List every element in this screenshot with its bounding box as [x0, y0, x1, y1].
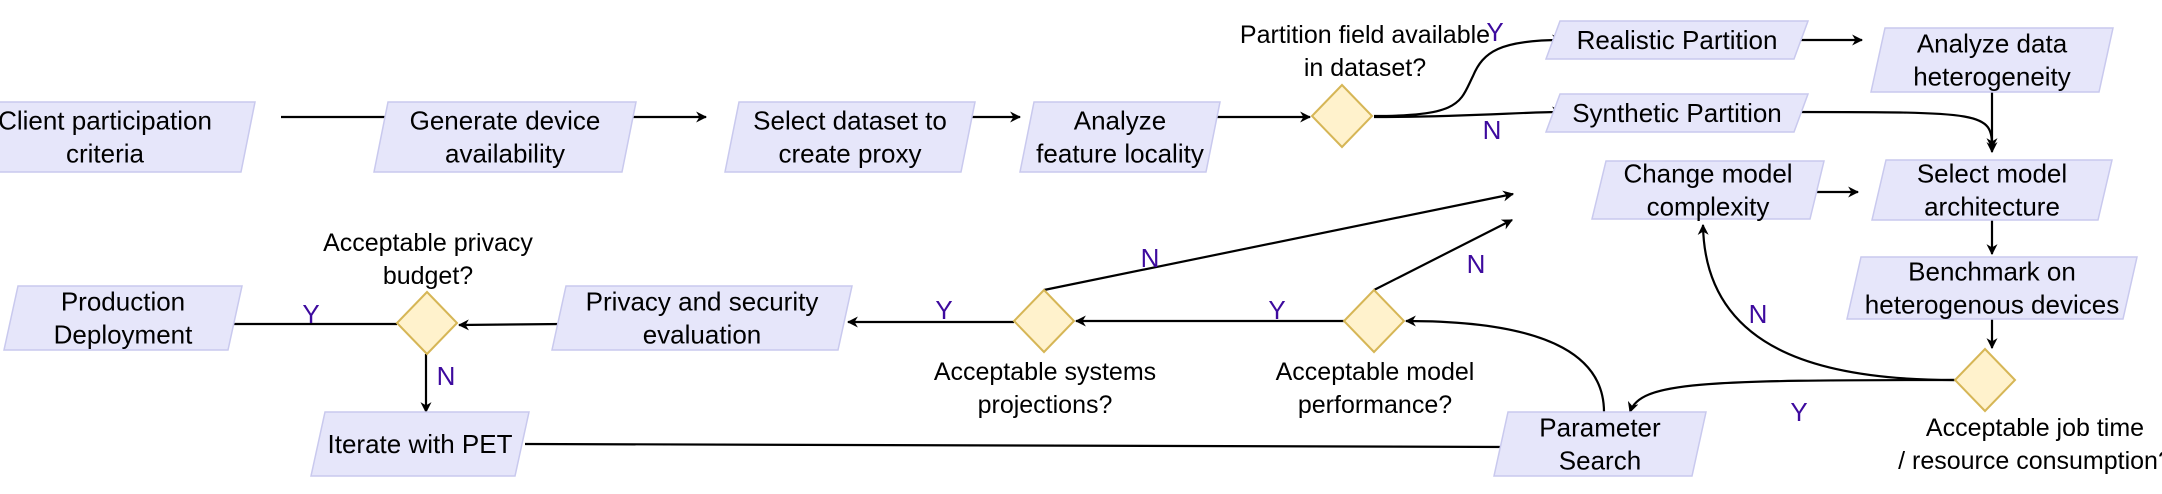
edge-label-privacy-yes: Y [302, 299, 319, 329]
node-label-line: evaluation [643, 320, 762, 350]
decision-label-job-time: Acceptable job time [1926, 414, 2144, 442]
decision-label-model-performance: Acceptable model [1276, 358, 1475, 386]
node-iterate-pet: Iterate with PET [310, 411, 530, 477]
node-label-line: feature locality [1036, 139, 1204, 169]
edge-label-privacy-no: N [437, 361, 456, 391]
edge-label-jobtime-yes: Y [1790, 397, 1807, 427]
process-shape [310, 411, 530, 477]
node-label-line: Analyze [1074, 106, 1167, 136]
node-label-line: Privacy and security [586, 287, 819, 317]
process-shape [1544, 93, 1810, 133]
node-label-line: Benchmark on [1908, 257, 2076, 287]
edge-privacy-to-budget [457, 319, 563, 331]
decision-job-time [1953, 347, 2017, 413]
process-shape [1019, 101, 1221, 173]
process-shape [724, 101, 976, 173]
decision-label-privacy-budget: Acceptable privacy [323, 229, 533, 257]
decision-systems-projections [1012, 288, 1076, 354]
edge-label-jobtime-no: N [1749, 299, 1768, 329]
node-label-line: Deployment [54, 320, 194, 350]
node-label-line: create proxy [778, 139, 921, 169]
edge-partition-yes-to-realistic [1373, 34, 1564, 118]
decision-privacy-budget [395, 290, 459, 356]
node-label-line: Realistic Partition [1577, 25, 1778, 55]
decision-labels-layer: Partition field available in dataset? Acce… [323, 21, 2162, 475]
edge-performance-no-to-complexity [1373, 219, 1513, 291]
process-shape [3, 285, 243, 351]
process-shape [1870, 27, 2114, 93]
edge-labels-layer: Y N N N Y Y Y N N Y [302, 17, 1807, 427]
process-shape [373, 101, 637, 173]
decision-label-systems-projections: Acceptable systems [934, 358, 1156, 386]
node-label-line: Select dataset to [753, 106, 947, 136]
node-label-line: Parameter [1539, 413, 1661, 443]
edge-jobtime-yes-to-parameter [1627, 378, 1957, 414]
edge-label-partition-yes: Y [1486, 17, 1503, 47]
node-label-line: complexity [1647, 192, 1770, 222]
node-label-line: heterogenous devices [1865, 290, 2119, 320]
edge-label-performance-yes: Y [1268, 295, 1285, 325]
process-shape [1846, 256, 2138, 320]
node-label-line: Production [61, 287, 185, 317]
decision-model-performance [1342, 288, 1406, 354]
process-shape [1591, 160, 1825, 220]
node-label-line: Iterate with PET [328, 429, 513, 459]
node-label-line: architecture [1924, 192, 2060, 222]
edge-jobtime-no-to-complexity [1697, 223, 1955, 382]
node-label-line: Select model [1917, 159, 2067, 189]
node-label-line: criteria [66, 139, 145, 169]
decision-label-partition-field: in dataset? [1304, 54, 1426, 82]
node-label-line: Search [1559, 446, 1641, 476]
node-label-line: Synthetic Partition [1572, 98, 1782, 128]
edge-systems-no-to-complexity [1043, 190, 1515, 292]
edge-synthetic-to-architecture [1789, 110, 1998, 150]
process-shape [0, 101, 256, 173]
decision-label-job-time: / resource consumption? [1898, 447, 2162, 475]
node-label-line: Analyze data [1917, 29, 2068, 59]
node-synthetic-partition: Synthetic Partition [1544, 93, 1810, 133]
edge-partition-no-to-synthetic [1373, 106, 1564, 119]
edge-iterate-to-parameter [524, 441, 1513, 453]
decision-label-partition-field: Partition field available [1240, 21, 1490, 49]
edge-label-systems-no: N [1141, 243, 1160, 273]
decision-label-privacy-budget: budget? [383, 262, 473, 290]
decision-partition-field [1310, 83, 1374, 149]
node-label-line: Client participation [0, 106, 212, 136]
process-shape [1871, 159, 2113, 221]
edge-label-systems-yes: Y [935, 295, 952, 325]
node-label-line: heterogeneity [1913, 62, 2071, 92]
process-shape [1544, 20, 1810, 60]
edge-label-partition-no: N [1483, 115, 1502, 145]
decision-label-model-performance: performance? [1298, 391, 1452, 419]
decision-label-systems-projections: projections? [978, 391, 1113, 419]
edge-label-performance-no: N [1467, 249, 1486, 279]
node-label-line: Change model [1623, 159, 1792, 189]
node-label-line: Generate device [410, 106, 601, 136]
edge-parameter-to-performance [1404, 315, 1606, 413]
node-realistic-partition: Realistic Partition [1544, 20, 1810, 60]
process-shape [1493, 411, 1707, 477]
process-shape [551, 285, 853, 351]
node-label-line: availability [445, 139, 565, 169]
